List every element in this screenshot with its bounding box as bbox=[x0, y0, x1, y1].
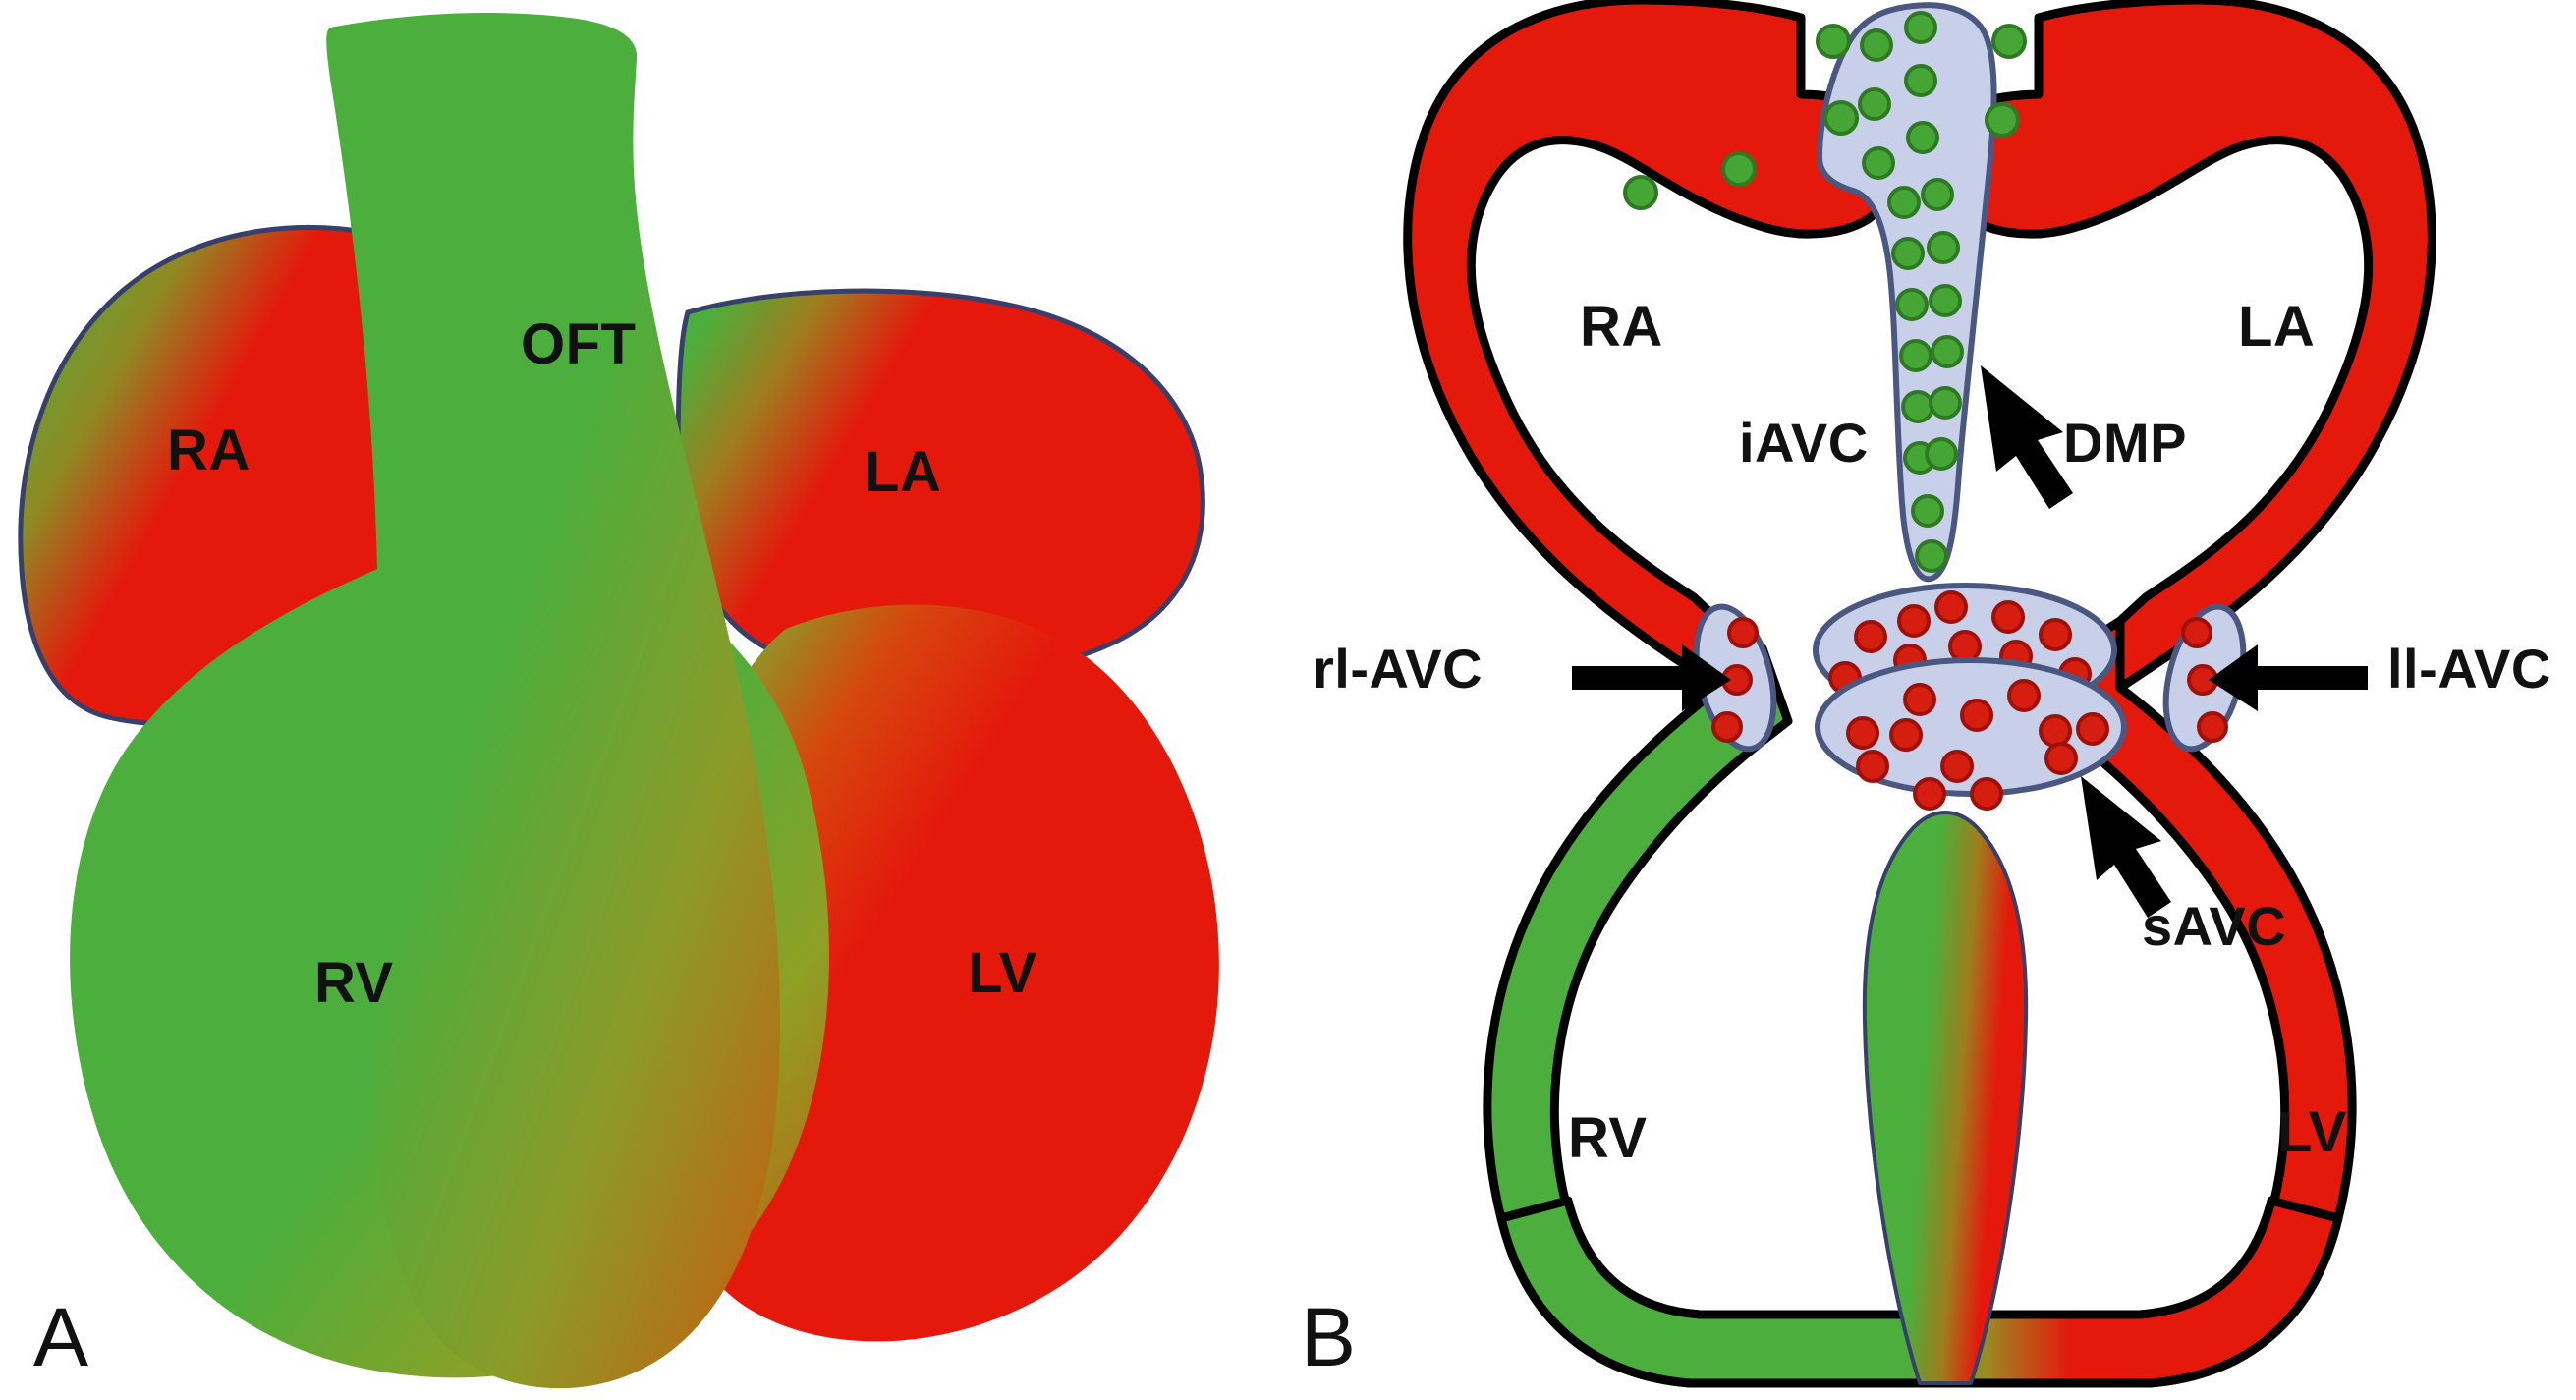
panel-b-label-rl-avc: rl-AVC bbox=[1313, 638, 1483, 700]
panel-b-label-dmp: DMP bbox=[2063, 412, 2187, 474]
panel-a-outflow-tract bbox=[326, 13, 781, 1389]
panel-b-canvas: RA LA iAVC DMP rl-AVC ll-AVC sAVC RV LV … bbox=[1301, 0, 2551, 1388]
panel-b-interventricular-septum bbox=[1862, 811, 2029, 1385]
panel-b-label-iavc: iAVC bbox=[1739, 412, 1869, 474]
panel-a-letter: A bbox=[33, 1291, 88, 1383]
panel-b-label-ra: RA bbox=[1580, 295, 1663, 359]
panel-b-ventricular-floor bbox=[1496, 1196, 2343, 1388]
panel-b-la-green-dots bbox=[1985, 24, 2027, 138]
panel-b-letter: B bbox=[1301, 1291, 1356, 1383]
panel-b-savc-inferior-dots bbox=[1846, 679, 2109, 811]
panel-b-left-atrium-wall bbox=[1938, 0, 2436, 693]
panel-b-dmp-green-dots bbox=[1858, 11, 1964, 573]
panel-b-label-ll-avc: ll-AVC bbox=[2387, 638, 2551, 700]
panel-b-arrow-dmp-icon bbox=[1981, 365, 2073, 509]
panel-a-label-oft: OFT bbox=[521, 312, 636, 376]
panel-b-label-savc: sAVC bbox=[2142, 895, 2286, 957]
panel-b-label-rv: RV bbox=[1568, 1106, 1648, 1170]
panel-b-label-la: LA bbox=[2238, 295, 2315, 359]
panel-a-canvas: OFT RA LA RV LV A bbox=[18, 13, 1219, 1389]
panel-a-label-la: LA bbox=[865, 440, 941, 504]
panel-b-right-atrium-wall bbox=[1403, 0, 1901, 693]
panel-b-arrow-rl-avc-icon bbox=[1572, 644, 1731, 711]
panel-b: RA LA iAVC DMP rl-AVC ll-AVC sAVC RV LV … bbox=[1277, 0, 2576, 1400]
panel-a-label-lv: LV bbox=[968, 941, 1037, 1005]
panel-b-arrow-savc-icon bbox=[2081, 776, 2171, 918]
panel-a-label-rv: RV bbox=[314, 951, 394, 1015]
panel-b-label-lv: LV bbox=[2277, 1100, 2347, 1164]
panel-b-rl-avc-dots bbox=[1711, 617, 1759, 743]
panel-b-ra-green-dots bbox=[1623, 24, 1859, 210]
panel-a: OFT RA LA RV LV A bbox=[0, 0, 1277, 1400]
panel-a-label-ra: RA bbox=[167, 419, 251, 482]
panel-b-arrow-ll-avc-icon bbox=[2209, 644, 2368, 711]
